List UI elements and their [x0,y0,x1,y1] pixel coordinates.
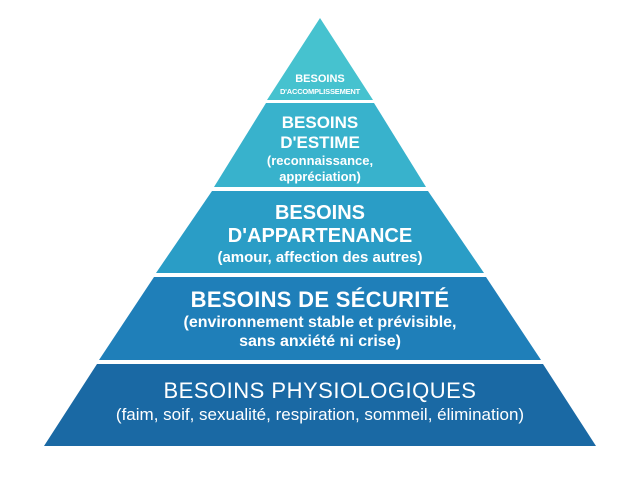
level-4-subtitle-line-1: (environnement stable et prévisible, [183,314,457,331]
pyramid-level-3-label: BESOINS D'APPARTENANCE (amour, affection… [0,202,640,267]
pyramid-level-3-shape [156,191,484,273]
pyramid-level-4-label: BESOINS DE SÉCURITÉ (environnement stabl… [0,287,640,351]
level-2-title-line-1: BESOINS [281,113,359,132]
pyramid-level-5-shape [44,364,596,446]
level-2-title-line-2: D'ESTIME [280,133,360,152]
level-4-title: BESOINS DE SÉCURITÉ [190,287,450,312]
level-2-subtitle-line-1: (reconnaissance, [266,153,374,168]
pyramid-level-5-label: BESOINS PHYSIOLOGIQUES (faim, soif, sexu… [0,377,640,426]
pyramid-level-1-shape [267,18,373,100]
pyramid-level-4-shape [99,277,541,360]
level-3-title-line-1: BESOINS [274,202,366,224]
level-3-title-line-2: D'APPARTENANCE [227,225,413,247]
level-4-subtitle-line-2: sans anxiété ni crise) [239,333,401,350]
level-1-title-line-2: D'ACCOMPLISSEMENT [279,87,361,96]
pyramid-level-2-label: BESOINS D'ESTIME (reconnaissance, appréc… [0,113,640,185]
level-2-subtitle-line-2: appréciation) [279,169,361,184]
level-5-subtitle: (faim, soif, sexualité, respiration, som… [115,405,525,424]
pyramid-level-1-label: BESOINS D'ACCOMPLISSEMENT [0,73,640,98]
level-5-title: BESOINS PHYSIOLOGIQUES [163,378,477,403]
level-3-subtitle-line-1: (amour, affection des autres) [217,249,423,266]
pyramid-level-2-shape [214,103,426,187]
level-1-title-line-1: BESOINS [295,73,345,85]
